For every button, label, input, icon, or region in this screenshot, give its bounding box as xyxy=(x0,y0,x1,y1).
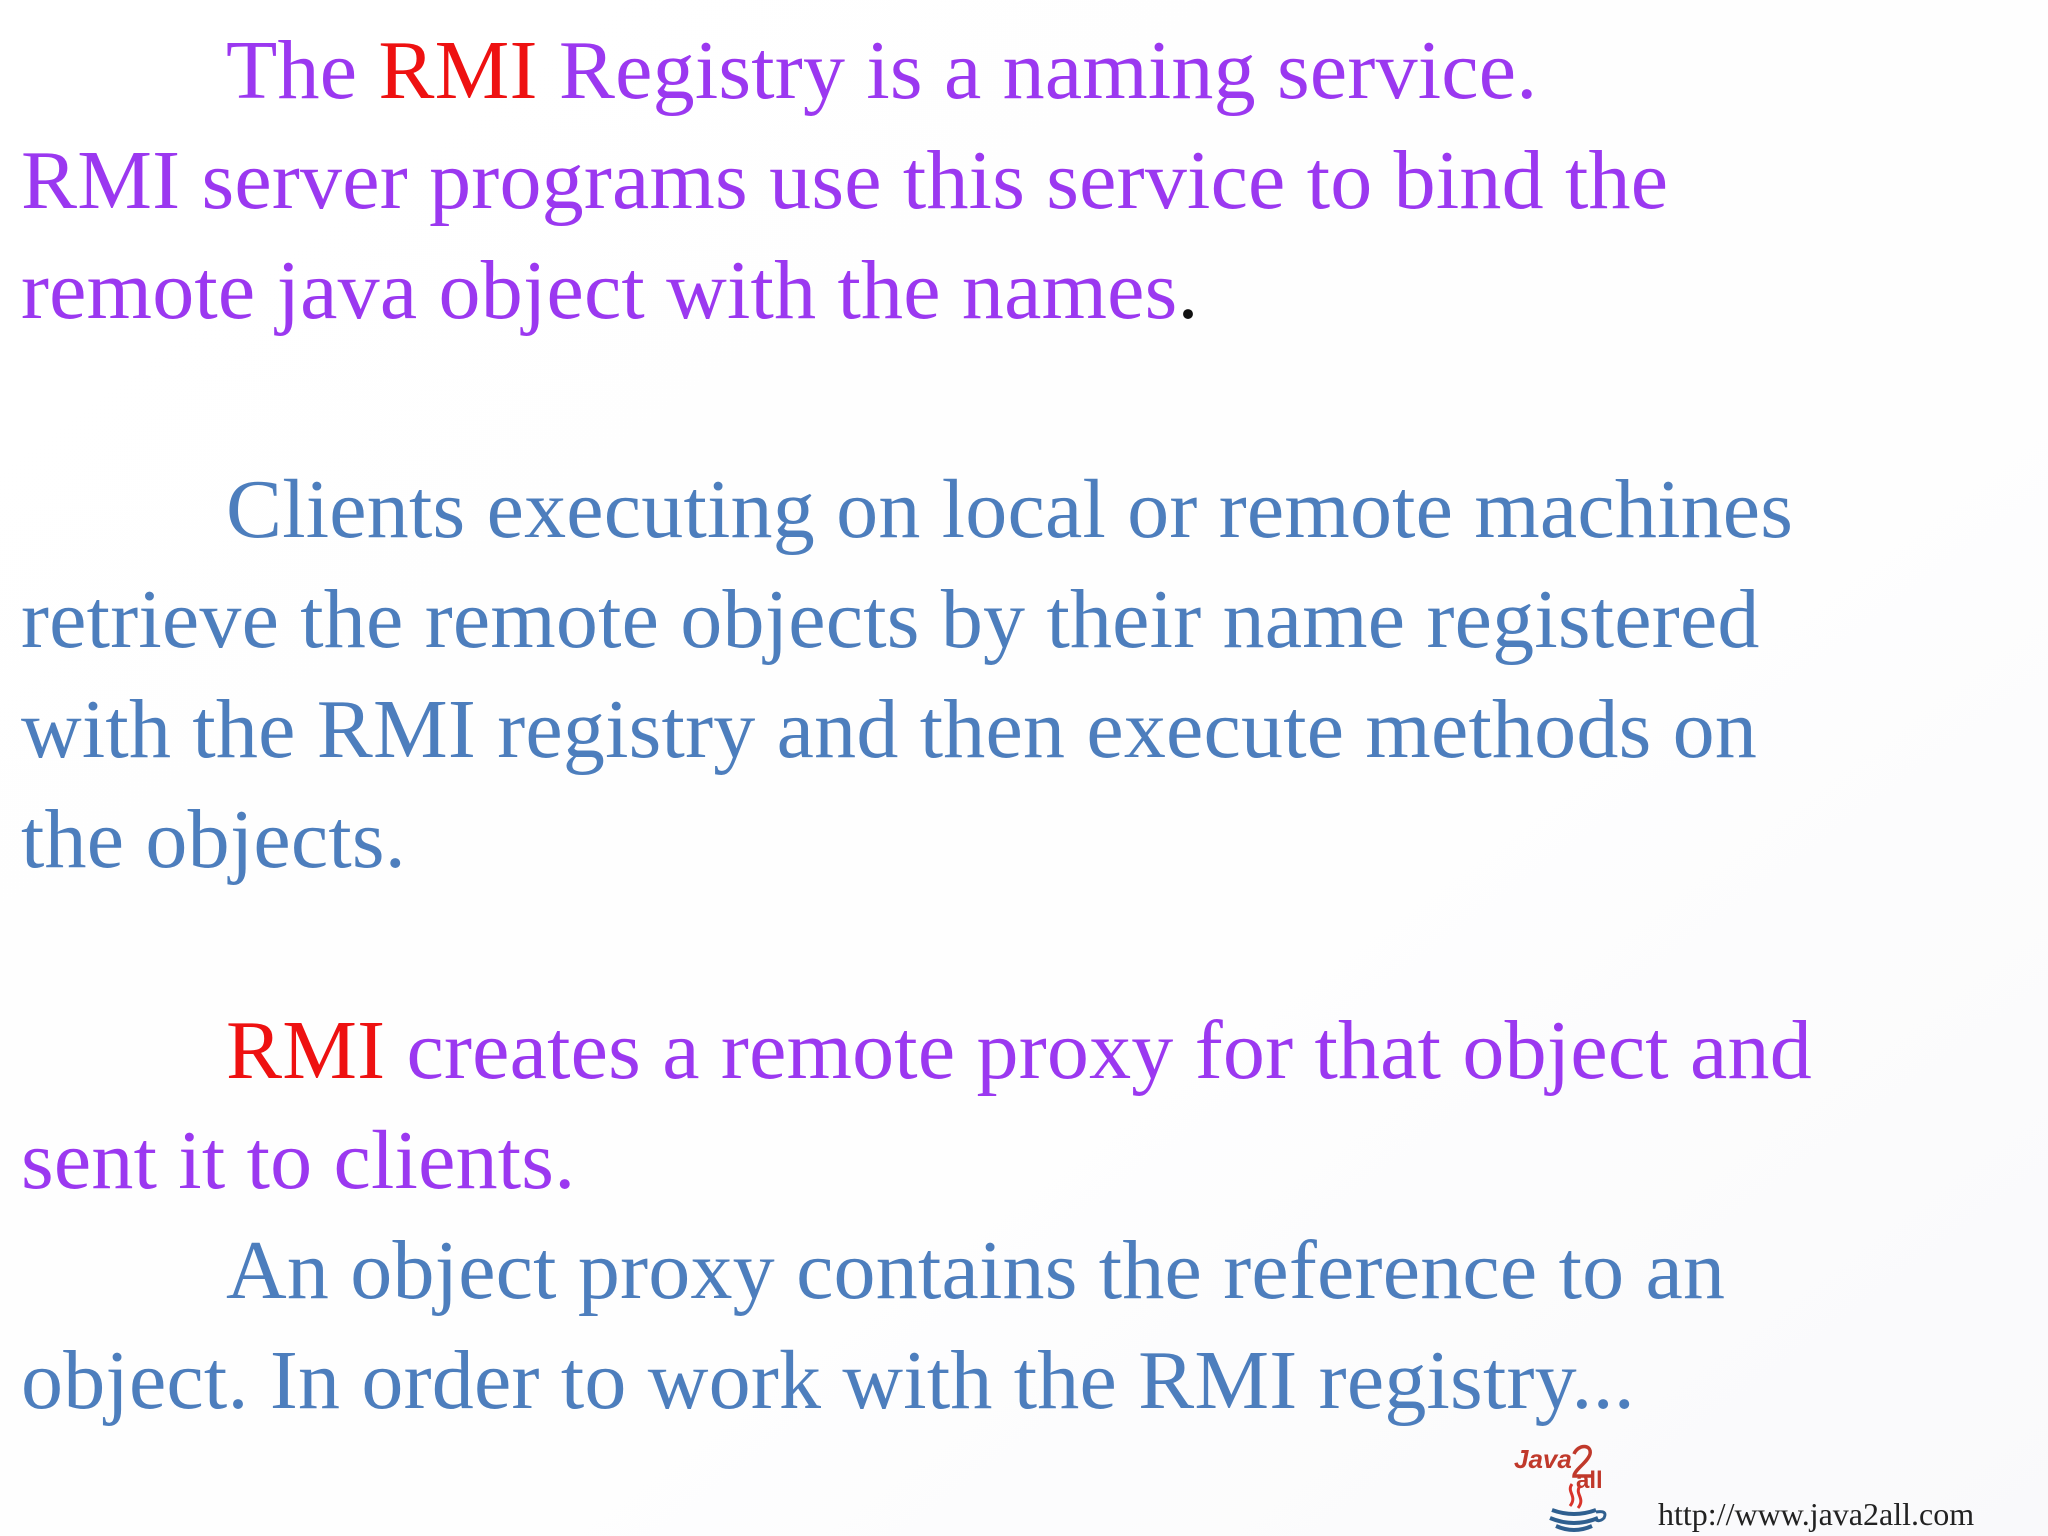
para1-rest: Registry is a naming service. xyxy=(558,24,1538,117)
para1-the: The xyxy=(226,24,358,117)
para2-line2: retrieve the remote objects by their nam… xyxy=(21,573,1760,666)
para1-line2: RMI server programs use this service to … xyxy=(21,134,1669,227)
para3-rest: creates a remote proxy for that object a… xyxy=(406,1004,1812,1097)
para1-line1: The RMI Registry is a naming service. xyxy=(21,16,1537,126)
para4-line1: An object proxy contains the reference t… xyxy=(226,1224,1726,1317)
svg-text:all: all xyxy=(1576,1467,1603,1494)
para3-line1: RMI creates a remote proxy for that obje… xyxy=(21,996,1812,1106)
para3-rmi-highlight: RMI xyxy=(226,1004,386,1097)
svg-text:Java: Java xyxy=(1514,1444,1572,1474)
para2-line3: with the RMI registry and then execute m… xyxy=(21,683,1758,776)
para1-line3-text: remote java object with the names xyxy=(21,244,1178,337)
para2-line1: Clients executing on local or remote mac… xyxy=(226,463,1794,556)
para3-line2: sent it to clients. xyxy=(21,1114,576,1207)
java2all-logo-icon: Java all xyxy=(1514,1444,1607,1532)
para1-period: . xyxy=(1177,244,1199,337)
para1-rmi-highlight: RMI xyxy=(378,24,538,117)
site-url: http://www.java2all.com xyxy=(1658,1496,1975,1532)
para2-line4: the objects. xyxy=(21,793,406,886)
para4-line2: object. In order to work with the RMI re… xyxy=(21,1334,1636,1427)
para1-line3: remote java object with the names. xyxy=(21,236,1199,346)
